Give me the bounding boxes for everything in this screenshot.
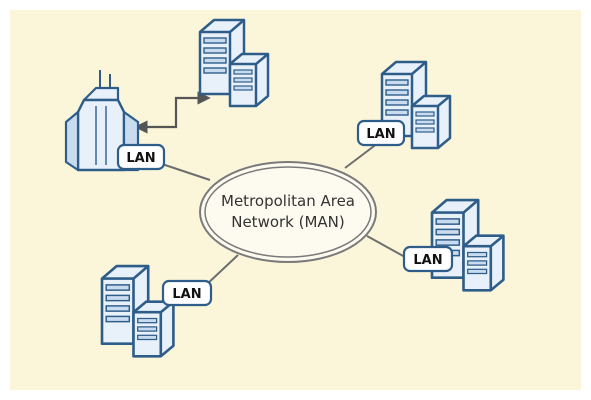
lan-box-top-left: LAN <box>116 143 166 171</box>
man-label-line1: Metropolitan Area <box>221 192 355 210</box>
lan-box-top-right: LAN <box>356 119 406 147</box>
lan-label-top-right: LAN <box>366 127 395 142</box>
man-ellipse <box>199 161 377 263</box>
man-label-line2: Network (MAN) <box>231 213 345 231</box>
lan-box-right: LAN <box>402 245 454 273</box>
bidirectional-arrow <box>134 91 211 134</box>
lan-label-top-left: LAN <box>126 151 155 166</box>
connector-bottom-left <box>204 254 239 287</box>
lan-label-right: LAN <box>413 253 442 268</box>
lan-box-bottom-left: LAN <box>161 279 213 307</box>
connector-right <box>366 235 406 258</box>
lan-label-bottom-left: LAN <box>172 287 201 302</box>
